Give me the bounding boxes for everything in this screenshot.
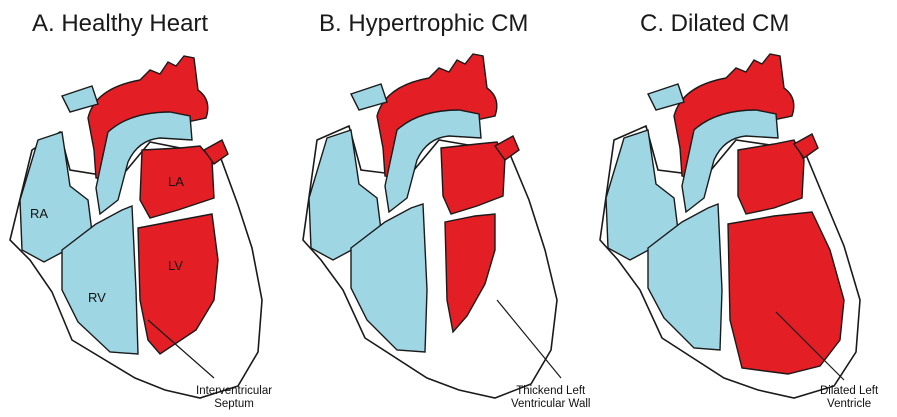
callout-line2: Ventricular Wall [511, 398, 590, 411]
callout-label: Interventricular Septum [196, 385, 272, 411]
chamber-label-lv: LV [168, 258, 183, 273]
panel-dilated-cm: C. Dilated CM Dilated Left Ventricle [598, 0, 897, 417]
chamber-label-rv: RV [88, 290, 106, 305]
hypertrophic-heart-diagram [299, 0, 598, 417]
panel-healthy-heart: A. Healthy Heart LA RA LV RV Interventri… [0, 0, 299, 417]
panel-hypertrophic-cm: B. Hypertrophic CM Thickend Left Ventric… [299, 0, 598, 417]
callout-line1: Thickend Left [511, 385, 590, 398]
callout-line2: Ventricle [820, 398, 878, 411]
chamber-label-la: LA [168, 174, 184, 189]
callout-line1: Interventricular [196, 385, 272, 398]
callout-label: Thickend Left Ventricular Wall [511, 385, 590, 411]
callout-label: Dilated Left Ventricle [820, 385, 878, 411]
chamber-label-ra: RA [30, 206, 48, 221]
callout-line2: Septum [196, 398, 272, 411]
dilated-heart-diagram [598, 0, 897, 417]
callout-line1: Dilated Left [820, 385, 878, 398]
